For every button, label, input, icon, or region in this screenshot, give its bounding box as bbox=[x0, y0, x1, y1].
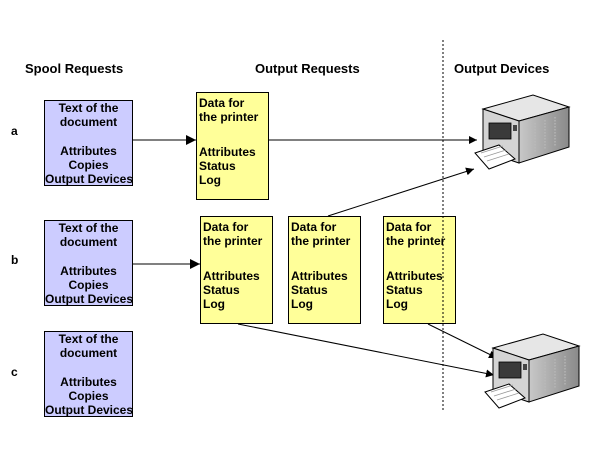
spool-text-line1: Text of the bbox=[58, 332, 119, 346]
spool-text-line2: document bbox=[59, 346, 118, 361]
output-data-line1: Data for bbox=[386, 220, 432, 234]
output-data-line1: Data for bbox=[203, 220, 249, 234]
output-data-line1: Data for bbox=[199, 96, 245, 110]
output-status: Status bbox=[386, 282, 423, 297]
output-log: Log bbox=[291, 297, 313, 312]
spool-text-line1: Text of the bbox=[58, 221, 119, 235]
output-request-b3: Data for the printer Attributes Status L… bbox=[383, 216, 456, 324]
output-devices-heading: Output Devices bbox=[454, 61, 550, 76]
output-data-line2: the printer bbox=[199, 110, 259, 125]
output-attributes: Attributes bbox=[386, 268, 443, 283]
output-data-line2: the printer bbox=[203, 234, 263, 249]
spool-attributes: Attributes bbox=[60, 374, 117, 389]
output-log: Log bbox=[386, 297, 408, 312]
spool-attributes: Attributes bbox=[60, 263, 117, 278]
spool-text-line2: document bbox=[59, 235, 118, 250]
arrow-output-b2-to-printer-1 bbox=[327, 167, 475, 217]
output-data-line1: Data for bbox=[291, 220, 337, 234]
output-requests-heading: Output Requests bbox=[255, 61, 360, 76]
spool-request-c: Text of the document Attributes Copies O… bbox=[44, 331, 133, 417]
output-attributes: Attributes bbox=[291, 268, 348, 283]
output-data-line2: the printer bbox=[386, 234, 446, 249]
spool-output-devices: Output Devices bbox=[45, 292, 134, 307]
row-label-b: b bbox=[11, 253, 19, 267]
output-status: Status bbox=[291, 282, 328, 297]
spool-copies: Copies bbox=[68, 277, 109, 292]
spool-text-line1: Text of the bbox=[58, 101, 119, 115]
arrow-output-b3-to-printer-2 bbox=[427, 323, 498, 359]
spool-request-b: Text of the document Attributes Copies O… bbox=[44, 220, 133, 306]
spool-attributes: Attributes bbox=[60, 143, 117, 158]
output-log: Log bbox=[203, 297, 225, 312]
output-status: Status bbox=[203, 282, 240, 297]
printer-icon bbox=[484, 333, 581, 409]
output-log: Log bbox=[199, 173, 221, 188]
output-request-b2: Data for the printer Attributes Status L… bbox=[288, 216, 361, 324]
output-data-line2: the printer bbox=[291, 234, 351, 249]
spool-output-devices: Output Devices bbox=[45, 172, 134, 187]
output-attributes: Attributes bbox=[203, 268, 260, 283]
output-request-b1: Data for the printer Attributes Status L… bbox=[200, 216, 273, 324]
output-status: Status bbox=[199, 158, 236, 173]
printer-icon bbox=[474, 94, 571, 170]
spool-request-a: Text of the document Attributes Copies O… bbox=[44, 100, 133, 186]
spool-text-line2: document bbox=[59, 115, 118, 130]
output-request-a: Data for the printer Attributes Status L… bbox=[196, 92, 269, 200]
output-attributes: Attributes bbox=[199, 144, 256, 159]
row-label-c: c bbox=[11, 365, 18, 379]
spool-copies: Copies bbox=[68, 388, 109, 403]
row-label-a: a bbox=[11, 124, 18, 138]
spool-output-devices: Output Devices bbox=[45, 403, 134, 418]
spool-requests-heading: Spool Requests bbox=[25, 61, 124, 76]
arrow-output-b1-to-printer-2 bbox=[237, 323, 495, 378]
spool-copies: Copies bbox=[68, 157, 109, 172]
